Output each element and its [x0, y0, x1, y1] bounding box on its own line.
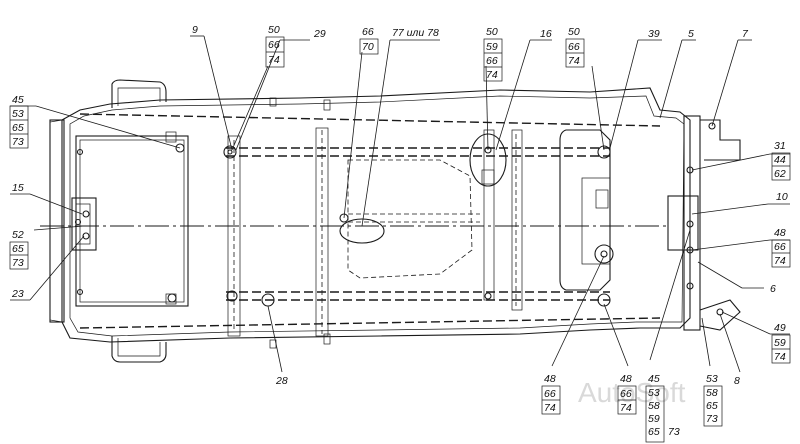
body-outline: [49, 87, 691, 343]
callout-50-c: 50: [486, 26, 498, 38]
callout-10: 10: [776, 191, 788, 203]
right-end-plate: [667, 115, 741, 331]
callout-66-c: 66: [486, 55, 498, 67]
callout-48-g: 48: [544, 373, 556, 385]
callout-50-d: 50: [568, 26, 580, 38]
callout-6: 6: [770, 283, 776, 295]
callout-58-d: 58: [706, 387, 718, 399]
callout-66-e: 66: [774, 241, 786, 253]
callout-77-78: 77 или 78: [392, 27, 439, 39]
center-oval: [339, 133, 507, 244]
callout-74-h: 74: [620, 402, 632, 414]
callout-66: 66: [268, 39, 280, 51]
left-plate: [75, 131, 189, 307]
callout-73-b: 73: [12, 257, 24, 269]
callout-66-g: 66: [544, 388, 556, 400]
callout-7: 7: [742, 28, 749, 40]
cross-members: [227, 127, 523, 337]
callout-5: 5: [688, 28, 694, 40]
callout-23: 23: [11, 288, 24, 300]
callout-73-c: 73: [668, 426, 680, 438]
callout-59-c: 59: [486, 41, 498, 53]
callout-29: 29: [313, 28, 326, 40]
callout-65: 65: [12, 122, 24, 134]
handle-bottom: [111, 336, 167, 363]
side-rails: [79, 113, 661, 329]
callout-53-b: 53: [648, 387, 660, 399]
callout-74-e: 74: [774, 255, 786, 267]
callout-74: 74: [268, 54, 280, 66]
callout-65-b: 65: [12, 243, 24, 255]
center-tunnel: [347, 159, 480, 279]
callout-9: 9: [192, 24, 198, 36]
callouts: 45 53 65 73 9 50 66 74 29 66 70 77 или 7…: [9, 24, 791, 443]
callout-53-d: 53: [706, 373, 718, 385]
callout-50: 50: [268, 24, 280, 36]
callout-31: 31: [774, 140, 786, 152]
callout-59-f: 59: [774, 337, 786, 349]
callout-70: 70: [362, 41, 374, 53]
callout-52: 52: [12, 229, 24, 241]
callout-59-b: 59: [648, 413, 660, 425]
callout-15: 15: [12, 182, 24, 194]
callout-66-h: 66: [620, 388, 632, 400]
callout-28: 28: [275, 375, 288, 387]
watermark: AutoSoft: [578, 377, 686, 408]
callout-45-b: 45: [648, 373, 660, 385]
left-hinge: [71, 197, 97, 251]
leader-lines: [10, 35, 790, 373]
callout-49: 49: [774, 322, 786, 334]
callout-74-d: 74: [568, 55, 580, 67]
callout-48: 48: [774, 227, 786, 239]
callout-65-c: 65: [648, 426, 660, 438]
callout-66-d: 66: [568, 41, 580, 53]
callout-73: 73: [12, 136, 24, 148]
callout-65-d: 65: [706, 400, 718, 412]
callout-8: 8: [734, 375, 740, 387]
callout-74-g: 74: [544, 402, 556, 414]
callout-66-b: 66: [362, 26, 374, 38]
callout-48-h: 48: [620, 373, 632, 385]
handle-top: [111, 79, 167, 108]
callout-39: 39: [648, 28, 660, 40]
callout-74-f: 74: [774, 351, 786, 363]
callout-16: 16: [540, 28, 552, 40]
callout-62: 62: [774, 168, 786, 180]
right-fittings: [559, 129, 614, 307]
callout-74-c: 74: [486, 69, 498, 81]
callout-73-d: 73: [706, 413, 718, 425]
callout-45: 45: [12, 94, 24, 106]
callout-44: 44: [774, 154, 786, 166]
callout-58-b: 58: [648, 400, 660, 412]
callout-53: 53: [12, 108, 24, 120]
